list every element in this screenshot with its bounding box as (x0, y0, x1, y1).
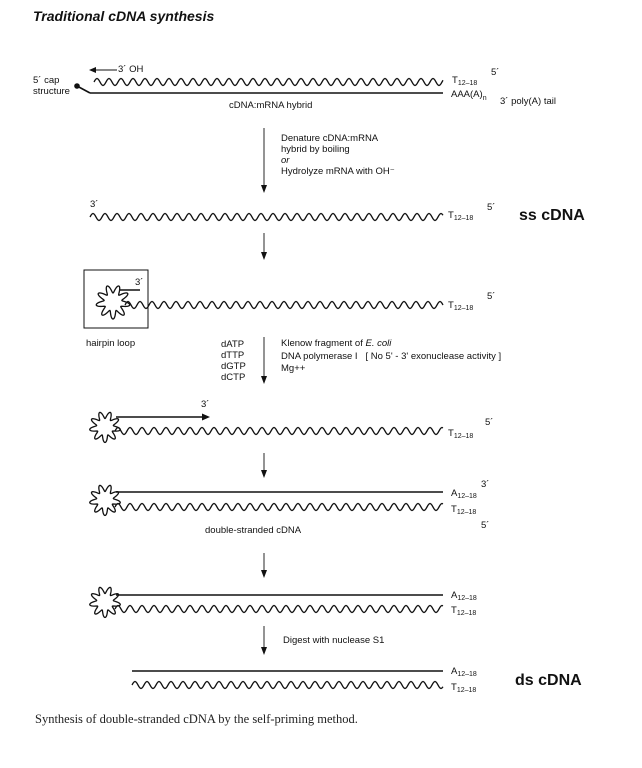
t-label: T12–18 (448, 210, 473, 222)
polya-label: AAA(A)n (451, 89, 487, 102)
three-prime-label: 3´ (201, 399, 209, 410)
figure-caption: Synthesis of double-stranded cDNA by the… (35, 712, 358, 726)
arrow-head (261, 470, 267, 478)
arrow-head (261, 185, 267, 193)
arrow-head (261, 252, 267, 260)
dntp-dttp: dTTP (221, 350, 244, 361)
denature-text-3: Hydrolyze mRNA with OH⁻ (281, 166, 395, 177)
ds-bottom-strand (114, 502, 444, 512)
a-label: A12–18 (451, 488, 477, 500)
nuclease-text: Digest with nuclease S1 (283, 635, 384, 646)
hairpin-strand (124, 300, 444, 310)
klenow-text-1: Klenow fragment of E. coli (281, 338, 392, 349)
dntp-datp: dATP (221, 339, 244, 350)
dntp-dctp: dCTP (221, 372, 245, 383)
oh-label: 3´ OH (118, 64, 143, 75)
three-prime-label: 3´ (90, 199, 98, 210)
arrow-4 (261, 453, 267, 478)
polya-tail-label: 3´ poly(A) tail (500, 96, 556, 107)
arrow-head (261, 376, 267, 384)
five-prime-label: 5´ (485, 417, 493, 428)
denature-text-or: or (281, 155, 290, 166)
five-prime-label: 5´ (491, 67, 499, 78)
step-ss-cdna: 3´ T12–18 5´ ss cDNA (89, 199, 585, 224)
ds-cdna-label: ds cDNA (515, 672, 582, 689)
cap-link (76, 85, 91, 94)
ds-label: double-stranded cDNA (205, 525, 302, 536)
dntp-dgtp: dGTP (221, 361, 246, 372)
hybrid-cdna-strand (93, 77, 444, 87)
hairpin-loop (95, 285, 131, 320)
step-double-stranded: A12–18 3´ T12–18 5´ double-stranded cDNA (89, 479, 489, 536)
hairpin-box (83, 269, 149, 329)
t-label: T12–18 (448, 300, 473, 312)
pre-digest-loop (89, 586, 121, 619)
new-strand-arrowhead (202, 413, 210, 421)
arrow-2 (261, 233, 267, 260)
template-strand (114, 426, 444, 436)
five-prime-label: 5´ (487, 291, 495, 302)
t-label: T12–18 (451, 682, 476, 694)
final-bottom-strand (131, 680, 444, 690)
cap-label-1: 5´ cap (33, 75, 59, 86)
three-prime-label: 3´ (135, 277, 143, 288)
diagram-title: Traditional cDNA synthesis (33, 8, 214, 24)
step-extension: 3´ T12–18 5´ (89, 399, 493, 444)
ds-loop (89, 484, 121, 517)
arrow-head (261, 570, 267, 578)
arrow-nuclease: Digest with nuclease S1 (261, 626, 384, 655)
oh-arrowhead (89, 67, 96, 73)
denature-text-1: Denature cDNA:mRNA (281, 133, 379, 144)
three-prime-label: 3´ (481, 479, 489, 490)
klenow-text-3: Mg++ (281, 363, 306, 374)
step-ds-cdna: A12–18 T12–18 ds cDNA (131, 666, 582, 694)
ss-cdna-strand (89, 212, 444, 222)
step-hairpin: 3´ T12–18 5´ hairpin loop (83, 269, 495, 349)
five-prime-label: 5´ (487, 202, 495, 213)
denature-text-2: hybrid by boiling (281, 144, 350, 155)
five-prime-label: 5´ (481, 520, 489, 531)
klenow-text-2: DNA polymerase I [ No 5' - 3' exonucleas… (281, 351, 501, 362)
step-hybrid: 3´ OH 5´ cap structure T12–18 5´ AAA(A)n… (33, 64, 556, 111)
t-label: T12–18 (451, 504, 476, 516)
pre-digest-bottom-strand (114, 604, 444, 614)
arrow-klenow: dATP dTTP dGTP dCTP Klenow fragment of E… (221, 337, 501, 384)
t-label: T12–18 (452, 75, 477, 87)
extension-loop (89, 411, 121, 444)
hybrid-label: cDNA:mRNA hybrid (229, 100, 312, 111)
a-label: A12–18 (451, 666, 477, 678)
ss-cdna-label: ss cDNA (519, 207, 585, 224)
t-label: T12–18 (451, 605, 476, 617)
step-pre-digest: A12–18 T12–18 (89, 586, 477, 619)
arrow-head (261, 647, 267, 655)
arrow-denature: Denature cDNA:mRNA hybrid by boiling or … (261, 128, 395, 193)
hairpin-label: hairpin loop (86, 338, 135, 349)
a-label: A12–18 (451, 590, 477, 602)
t-label: T12–18 (448, 428, 473, 440)
cap-label-2: structure (33, 86, 70, 97)
arrow-5 (261, 553, 267, 578)
